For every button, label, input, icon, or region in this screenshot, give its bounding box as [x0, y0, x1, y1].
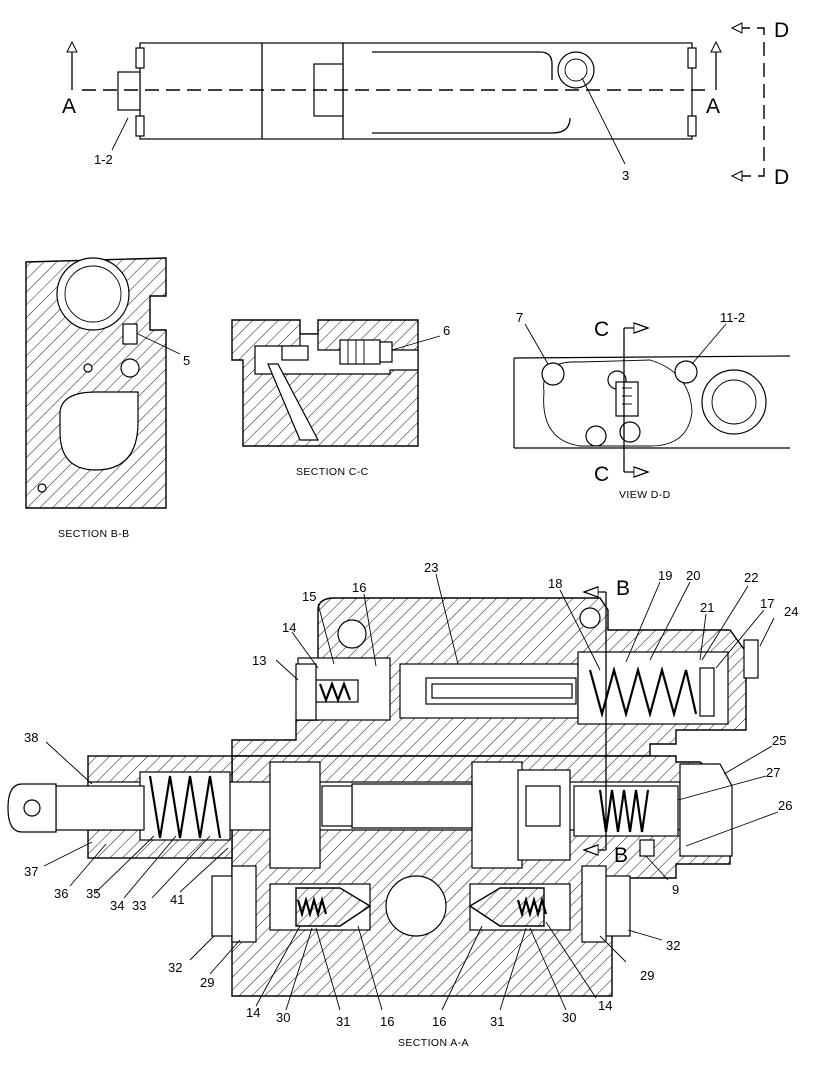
callout-31-left: 31	[336, 1014, 350, 1029]
view-dd: C C 7 11-2 VIEW D-D	[513, 310, 791, 501]
callout-25: 25	[772, 733, 786, 748]
view-dd-caption: VIEW D-D	[619, 489, 671, 501]
callout-1-2: 1-2	[94, 152, 113, 167]
callout-21: 21	[700, 600, 714, 615]
section-aa-caption: SECTION A-A	[398, 1037, 469, 1049]
callout-11-2: 11-2	[720, 310, 745, 325]
callout-13: 13	[252, 653, 266, 668]
callout-24: 24	[784, 604, 798, 619]
cut-label-d-bottom: D	[774, 166, 789, 189]
callout-29-right: 29	[640, 968, 654, 983]
callout-14-lower-left: 14	[246, 1005, 260, 1020]
callout-32-right: 32	[666, 938, 680, 953]
callout-31-right: 31	[490, 1014, 504, 1029]
callout-27: 27	[766, 765, 780, 780]
callout-19: 19	[658, 568, 672, 583]
callout-33: 33	[132, 898, 146, 913]
callout-20: 20	[686, 568, 700, 583]
callout-14-lower-right: 14	[598, 998, 612, 1013]
callout-7: 7	[516, 310, 523, 325]
callout-18: 18	[548, 576, 562, 591]
callout-26: 26	[778, 798, 792, 813]
section-cc-caption: SECTION C-C	[296, 466, 369, 478]
callout-3: 3	[622, 168, 629, 183]
cut-label-b-bottom: B	[614, 844, 628, 867]
callout-16-lower-right: 16	[432, 1014, 446, 1029]
callout-35: 35	[86, 886, 100, 901]
cut-label-b-top: B	[616, 577, 630, 600]
callout-30-left: 30	[276, 1010, 290, 1025]
callout-34: 34	[110, 898, 124, 913]
cut-label-c-bottom: C	[594, 463, 609, 486]
cut-label-c-top: C	[594, 318, 609, 341]
cut-label-a-right: A	[706, 95, 720, 118]
callout-6: 6	[443, 323, 450, 338]
callout-16-top: 16	[352, 580, 366, 595]
callout-15: 15	[302, 589, 316, 604]
callout-22: 22	[744, 570, 758, 585]
callout-9: 9	[672, 882, 679, 897]
callout-32-left: 32	[168, 960, 182, 975]
cut-label-a-left: A	[62, 95, 76, 118]
callout-37: 37	[24, 864, 38, 879]
callout-17: 17	[760, 596, 774, 611]
callout-16-lower-left: 16	[380, 1014, 394, 1029]
callout-38: 38	[24, 730, 38, 745]
callout-5: 5	[183, 353, 190, 368]
section-bb: 5 SECTION B-B	[25, 257, 190, 540]
section-aa: B B 23	[7, 560, 798, 1049]
callout-23: 23	[424, 560, 438, 575]
section-bb-caption: SECTION B-B	[58, 528, 130, 540]
callout-30-right: 30	[562, 1010, 576, 1025]
callout-36: 36	[54, 886, 68, 901]
callout-29-left: 29	[200, 975, 214, 990]
callout-41: 41	[170, 892, 184, 907]
cut-label-d-top: D	[774, 19, 789, 42]
section-cc: 6 SECTION C-C	[231, 319, 450, 478]
callout-14-top: 14	[282, 620, 296, 635]
top-view: A A D D 1-2 3	[62, 19, 789, 189]
